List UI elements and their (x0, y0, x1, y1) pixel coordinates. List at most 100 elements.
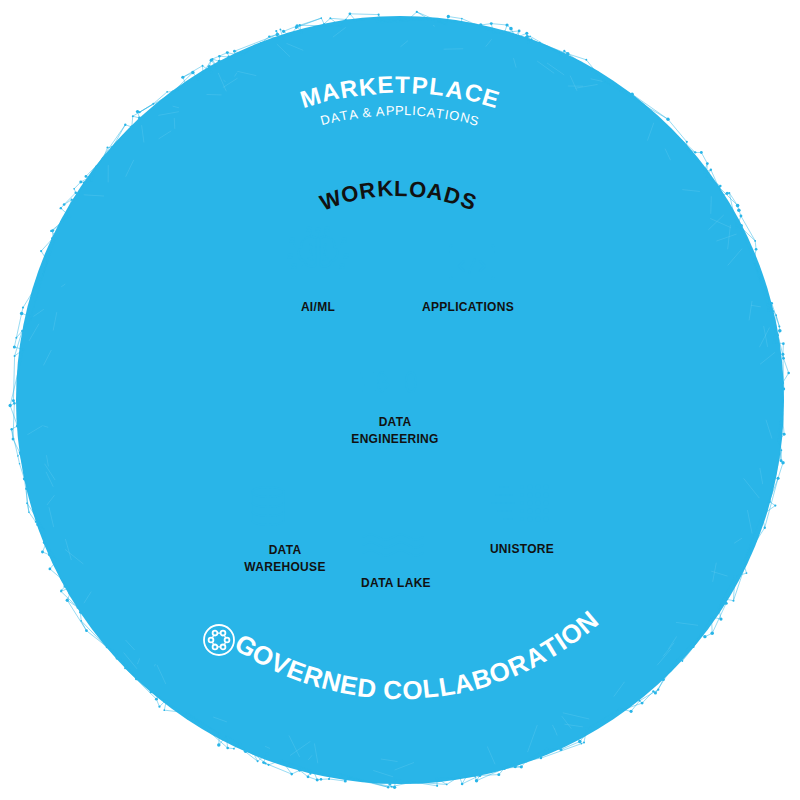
texture-line (50, 560, 57, 569)
texture-line (45, 542, 58, 560)
texture-dot (85, 175, 88, 178)
texture-dot (497, 773, 500, 776)
texture-dot (685, 147, 688, 150)
arc-letter: B (469, 663, 495, 693)
texture-dot (320, 778, 323, 781)
texture-dot (742, 561, 745, 564)
texture-dot (21, 330, 23, 332)
texture-line (505, 31, 520, 32)
texture-line (444, 48, 464, 49)
arc-letter: D (319, 113, 332, 128)
texture-dot (262, 761, 265, 764)
texture-line (136, 679, 150, 692)
texture-line (381, 759, 398, 762)
arc-letter: R (300, 661, 326, 692)
texture-dot (106, 646, 109, 649)
brain-icon (288, 227, 348, 268)
texture-line (113, 125, 126, 147)
texture-line (526, 758, 541, 761)
texture-line (642, 691, 653, 703)
texture-line (587, 709, 620, 729)
texture-dot (65, 216, 67, 218)
texture-line (41, 251, 47, 261)
texture-dot (328, 778, 330, 780)
texture-line (165, 701, 220, 733)
texture-dot (236, 744, 239, 747)
arc-letter: O (556, 617, 588, 650)
texture-line (682, 647, 693, 661)
texture-dot (474, 775, 476, 777)
texture-dot (781, 381, 784, 384)
texture-line (15, 350, 24, 356)
texture-line (286, 43, 303, 50)
unistore-dash (498, 510, 512, 512)
texture-line (753, 528, 765, 547)
texture-dot (102, 157, 105, 160)
texture-line (769, 450, 781, 501)
texture-dot (509, 27, 513, 31)
texture-line (66, 200, 72, 217)
texture-line (300, 770, 308, 777)
texture-dot (48, 553, 51, 556)
texture-dot (191, 71, 194, 74)
texture-dot (329, 775, 332, 778)
texture-dot (427, 18, 430, 21)
arc-letter: K (358, 74, 379, 100)
texture-line (448, 17, 462, 19)
texture-dot (492, 31, 494, 33)
texture-dot (164, 701, 166, 703)
arc-letter: N (571, 605, 603, 637)
arc-letter: I (412, 104, 417, 117)
texture-dot (68, 587, 70, 589)
texture-line (773, 311, 776, 315)
arc-letter: P (395, 104, 404, 117)
texture-line (740, 226, 755, 240)
texture-dot (80, 620, 82, 622)
texture-dot (613, 711, 616, 714)
texture-dot (124, 124, 126, 126)
texture-line (20, 464, 25, 479)
texture-dot (686, 141, 688, 143)
texture-dot (136, 110, 139, 113)
texture-dot (782, 387, 785, 390)
texture-dot (389, 783, 392, 786)
texture-dot (721, 195, 723, 197)
texture-dot (393, 786, 396, 789)
texture-dot (242, 53, 245, 56)
texture-line (400, 41, 408, 47)
texture-line (50, 569, 61, 578)
texture-dot (673, 662, 675, 664)
arc-letter: A (451, 668, 476, 698)
texture-line (183, 66, 203, 78)
texture-dot (227, 55, 230, 58)
texture-line (561, 742, 580, 750)
texture-line (632, 94, 695, 152)
texture-line (466, 776, 475, 777)
texture-dot (210, 59, 213, 62)
texture-dot (165, 700, 168, 703)
texture-dot (461, 18, 463, 20)
texture-line (769, 478, 778, 501)
texture-dot (381, 21, 384, 24)
workload-label: DATA WAREHOUSE (240, 542, 330, 576)
texture-line (719, 608, 721, 620)
texture-dot (298, 769, 301, 772)
texture-dot (26, 502, 28, 504)
texture-line (137, 658, 139, 664)
texture-dot (217, 743, 220, 746)
texture-line (107, 647, 116, 652)
arc-letter: T (436, 106, 446, 120)
texture-dot (290, 773, 293, 776)
texture-dot (615, 85, 618, 88)
texture-line (265, 746, 270, 748)
texture-line (296, 18, 321, 27)
texture-dot (10, 428, 12, 430)
arc-letter: P (385, 104, 395, 117)
texture-dot (752, 260, 755, 263)
texture-line (706, 170, 710, 177)
unistore-dot (520, 493, 523, 496)
texture-line (13, 356, 14, 401)
texture-line (229, 54, 243, 57)
texture-line (157, 665, 166, 684)
